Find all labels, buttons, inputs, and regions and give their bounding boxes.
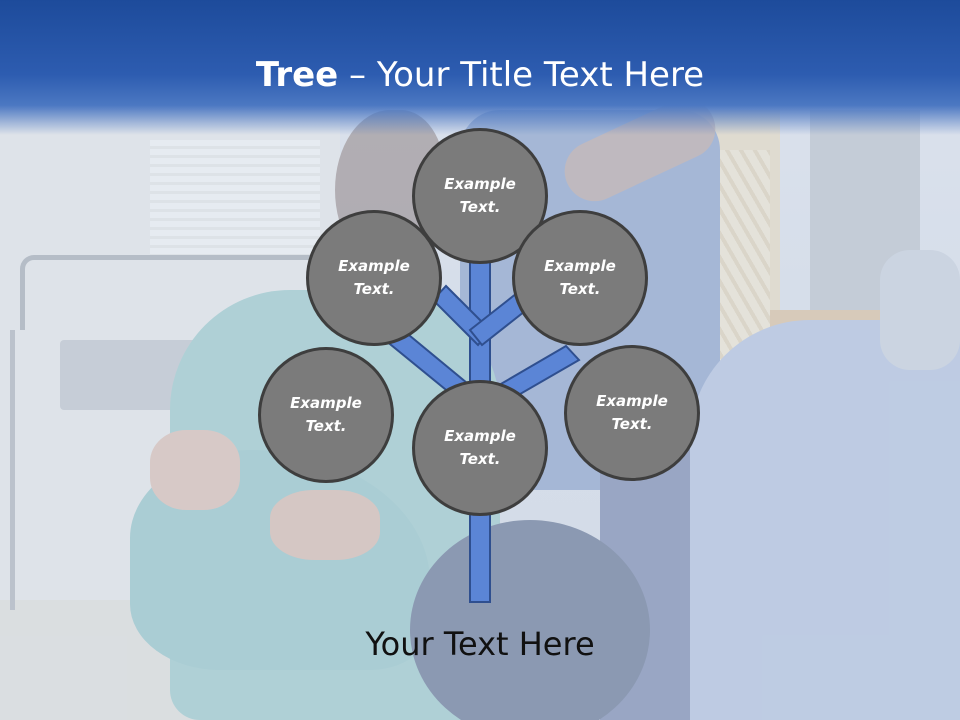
node-text: Example Text.	[544, 257, 616, 298]
node-text: Example Text.	[290, 394, 362, 435]
title-bold: Tree	[255, 55, 339, 95]
tree-node-right[interactable]: Example Text.	[564, 345, 700, 481]
tree-node-center[interactable]: Example Text.	[412, 380, 548, 516]
tree-node-upper-left[interactable]: Example Text.	[306, 210, 442, 346]
slide-title[interactable]: Tree – Your Title Text Here	[0, 52, 960, 98]
node-text: Example Text.	[338, 257, 410, 298]
node-text: Example Text.	[596, 392, 668, 433]
node-text: Example Text.	[444, 427, 516, 468]
tree-node-upper-right[interactable]: Example Text.	[512, 210, 648, 346]
title-rest: – Your Title Text Here	[338, 55, 705, 95]
title-band	[0, 0, 960, 135]
node-text: Example Text.	[444, 175, 516, 216]
tree-node-left[interactable]: Example Text.	[258, 347, 394, 483]
bottom-text[interactable]: Your Text Here	[365, 625, 595, 663]
